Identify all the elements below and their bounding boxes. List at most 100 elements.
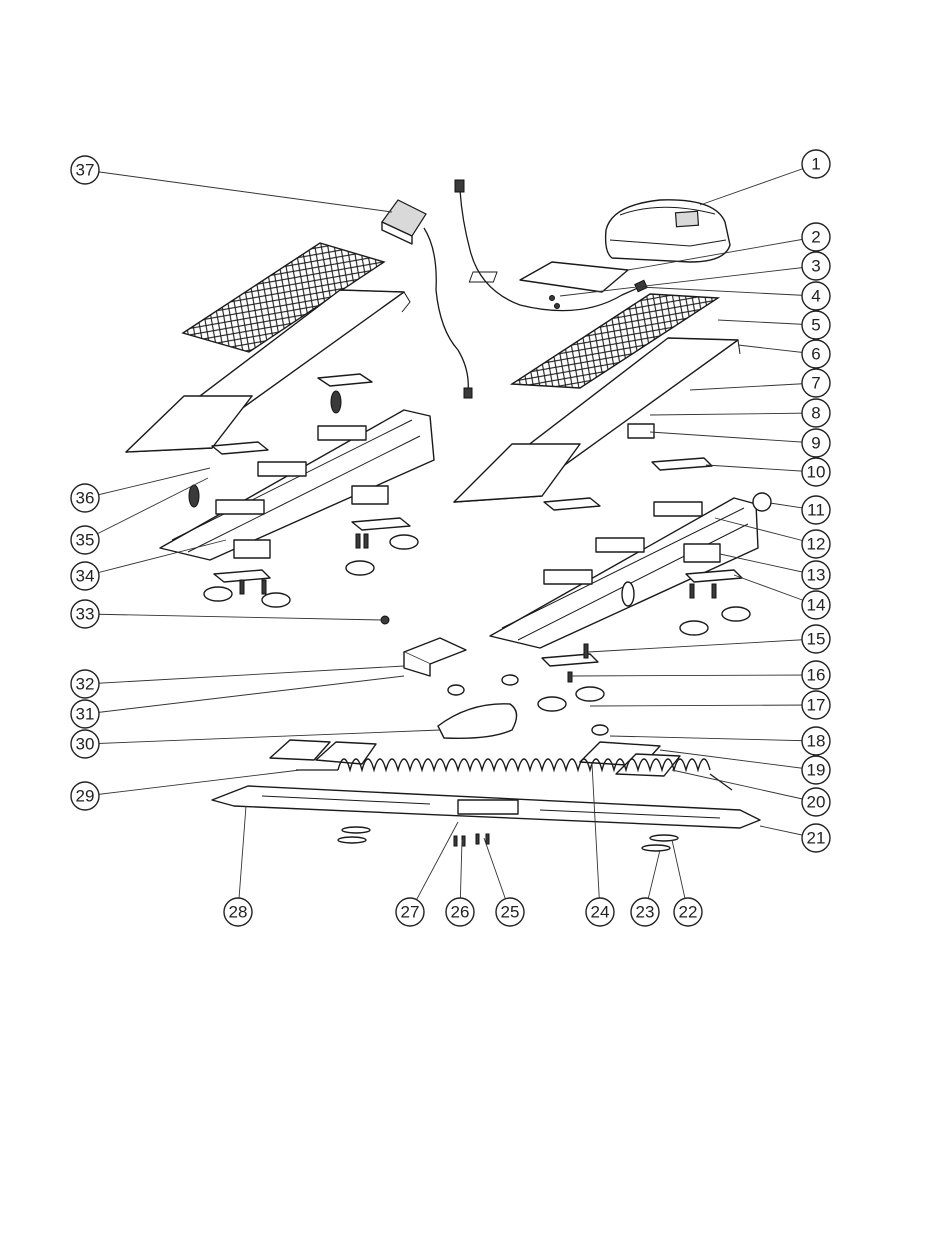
callout-33: 33	[71, 600, 99, 628]
console-mount-plate	[469, 262, 628, 309]
leader-line-17	[590, 705, 816, 706]
callout-number: 24	[591, 903, 610, 922]
callout-36: 36	[71, 484, 99, 512]
callout-1: 1	[802, 150, 830, 178]
leader-line-18	[610, 736, 816, 741]
leader-line-1	[700, 164, 816, 205]
callout-32: 32	[71, 670, 99, 698]
callout-number: 7	[811, 374, 820, 393]
callout-number: 35	[76, 531, 95, 550]
leader-line-28	[238, 806, 246, 912]
display-console	[606, 200, 730, 262]
callout-20: 20	[802, 788, 830, 816]
leader-line-5	[718, 320, 816, 325]
callout-31: 31	[71, 700, 99, 728]
callout-35: 35	[71, 526, 99, 554]
callout-number: 25	[501, 903, 520, 922]
callout-number: 36	[76, 489, 95, 508]
callout-26: 26	[446, 898, 474, 926]
leader-line-8	[650, 413, 816, 415]
callout-number: 37	[76, 161, 95, 180]
callout-number: 6	[811, 345, 820, 364]
callout-number: 16	[807, 666, 826, 685]
callout-6: 6	[802, 340, 830, 368]
power-adapter	[382, 200, 472, 398]
callout-number: 19	[807, 761, 826, 780]
callout-10: 10	[802, 458, 830, 486]
leader-line-7	[690, 383, 816, 390]
callout-number: 33	[76, 605, 95, 624]
callout-7: 7	[802, 369, 830, 397]
leader-line-30	[85, 730, 440, 744]
callout-12: 12	[802, 530, 830, 558]
callout-28: 28	[224, 898, 252, 926]
callout-37: 37	[71, 156, 99, 184]
callout-number: 2	[811, 228, 820, 247]
callout-number: 4	[811, 287, 820, 306]
callout-23: 23	[631, 898, 659, 926]
callout-25: 25	[496, 898, 524, 926]
callout-number: 32	[76, 675, 95, 694]
cable-connector	[455, 180, 464, 192]
callout-17: 17	[802, 691, 830, 719]
leader-line-10	[706, 465, 816, 472]
callout-number: 30	[76, 735, 95, 754]
base-hardware	[338, 827, 678, 851]
callout-number: 5	[811, 316, 820, 335]
leader-line-24	[592, 764, 600, 912]
callout-24: 24	[586, 898, 614, 926]
leader-line-15	[588, 639, 816, 652]
callout-29: 29	[71, 782, 99, 810]
callout-5: 5	[802, 311, 830, 339]
base-plate	[212, 786, 760, 828]
callout-number: 8	[811, 404, 820, 423]
callout-number: 13	[807, 566, 826, 585]
callout-34: 34	[71, 562, 99, 590]
leader-line-9	[650, 432, 816, 443]
callout-number: 14	[807, 596, 826, 615]
callout-number: 21	[807, 829, 826, 848]
callout-number: 1	[811, 155, 820, 174]
callout-16: 16	[802, 661, 830, 689]
leader-line-37	[85, 170, 392, 212]
callout-21: 21	[802, 824, 830, 852]
callout-number: 18	[807, 732, 826, 751]
callout-4: 4	[802, 282, 830, 310]
callout-number: 29	[76, 787, 95, 806]
callout-2: 2	[802, 223, 830, 251]
callout-15: 15	[802, 625, 830, 653]
callout-number: 3	[811, 257, 820, 276]
callout-number: 15	[807, 630, 826, 649]
callout-19: 19	[802, 756, 830, 784]
callout-number: 20	[807, 793, 826, 812]
callout-number: 34	[76, 567, 95, 586]
callout-number: 26	[451, 903, 470, 922]
callout-18: 18	[802, 727, 830, 755]
callout-number: 12	[807, 535, 826, 554]
leader-line-20	[672, 770, 816, 802]
callout-3: 3	[802, 252, 830, 280]
callout-30: 30	[71, 730, 99, 758]
leader-line-33	[85, 614, 382, 620]
callout-22: 22	[674, 898, 702, 926]
callout-11: 11	[802, 496, 830, 524]
leader-line-27	[410, 822, 458, 912]
leader-line-16	[570, 675, 816, 676]
callout-number: 9	[811, 434, 820, 453]
leader-line-19	[660, 750, 816, 770]
callout-number: 31	[76, 705, 95, 724]
callout-13: 13	[802, 561, 830, 589]
callout-number: 27	[401, 903, 420, 922]
callout-number: 23	[636, 903, 655, 922]
callout-number: 11	[807, 501, 825, 520]
callout-number: 17	[807, 696, 826, 715]
callout-9: 9	[802, 429, 830, 457]
callout-14: 14	[802, 591, 830, 619]
callout-number: 10	[807, 463, 826, 482]
callout-8: 8	[802, 399, 830, 427]
callout-number: 28	[229, 903, 248, 922]
callout-number: 22	[679, 903, 698, 922]
callout-27: 27	[396, 898, 424, 926]
